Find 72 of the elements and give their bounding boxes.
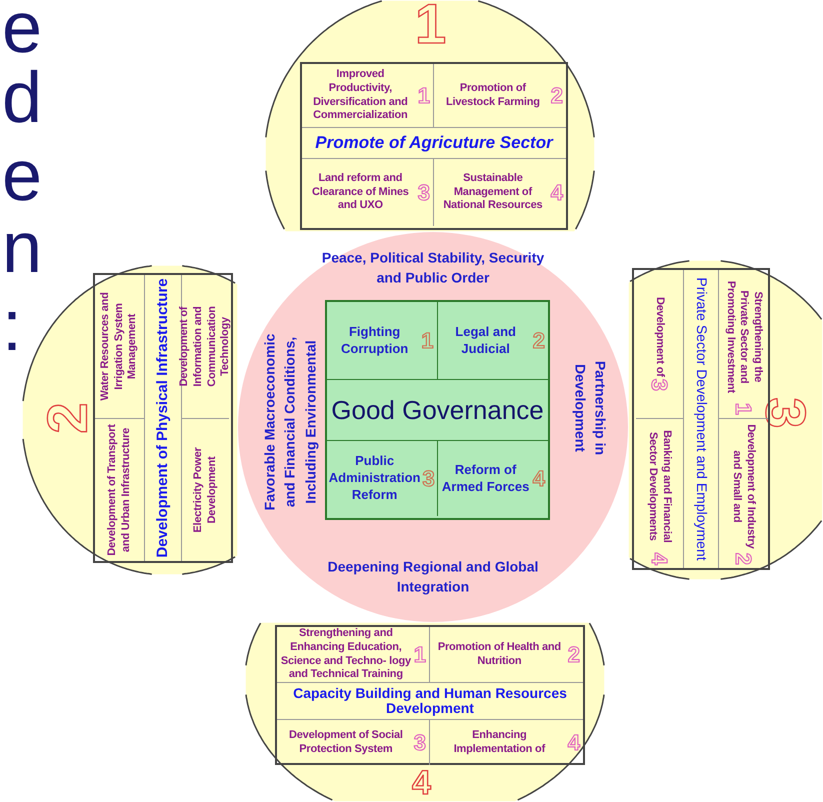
cell-text: Banking and Financial Sector Developments (646, 429, 674, 545)
quadrant-cell (302, 64, 434, 128)
cell-text: Sustainable Management of National Resources (442, 172, 544, 214)
box-title: Promote of Agricuture Sector (315, 134, 553, 152)
number-outline: 2 (532, 330, 545, 352)
number-outline: 3 (414, 732, 426, 754)
petal-circle (245, 622, 605, 802)
number-outline: 1 (421, 330, 434, 352)
center-circle (238, 232, 628, 622)
title-fragment: e (2, 140, 42, 212)
number-outline: 4 (532, 468, 545, 490)
grid-box (93, 273, 233, 563)
number-outline: 4 (568, 732, 580, 754)
cell-text: Fighting Corruption (340, 324, 410, 358)
box-title: Development of Physical Infrastructure (154, 278, 172, 558)
cell-text: Legal and Judicial (454, 324, 517, 358)
cell-text: Public Administration Reform (328, 453, 420, 504)
cell-text: Development of (653, 297, 666, 377)
grid-box (275, 625, 585, 765)
cell-text: Strengthening the Private Sector and Promoting Investment (724, 280, 764, 395)
number-outline: 3 (648, 378, 670, 391)
cell-text: Development of Information and Communication Technology (178, 305, 232, 389)
quadrant-cell (277, 719, 430, 765)
quadrant-cell (181, 418, 229, 561)
number-outline: 1 (415, 0, 446, 52)
number-outline: 4 (412, 766, 431, 800)
number-outline: 1 (414, 644, 426, 666)
circle-text: Partnership in Development (571, 360, 610, 458)
quadrant-cell (302, 158, 434, 226)
cell-text: Improved Productivity, Diversification and Commercialization (312, 68, 409, 123)
title-fragment: d (2, 62, 42, 134)
circle-text: Peace, Political Stability, Security and Public Order (320, 248, 546, 288)
number-outline: 2 (40, 402, 96, 434)
box-title: Capacity Building and Human Resources Development (292, 686, 568, 716)
number-outline: 1 (418, 84, 430, 106)
number-outline: 3 (418, 182, 430, 204)
cell-text: Water Resources and Irrigation System Management (98, 291, 140, 403)
number-outline: 1 (732, 402, 754, 415)
number-outline: 3 (758, 397, 814, 429)
cell-text: Promotion of Health and Nutrition (436, 640, 562, 668)
quadrant-cell (181, 275, 229, 418)
cell-text: Development of Transport and Urban Infrastructure (106, 423, 132, 558)
cell-text: Reform of Armed Forces (440, 462, 530, 496)
cell-text: Enhancing Implementation of (452, 728, 546, 756)
cell-text: Development of Social Protection System (288, 728, 404, 756)
quadrant-cell (95, 418, 145, 561)
grid-box (325, 300, 550, 520)
box-title: Good Governance (331, 396, 544, 424)
number-outline: 2 (732, 552, 754, 565)
title-fragment: n (2, 212, 42, 284)
petal-circle (265, 0, 595, 232)
number-outline: 4 (648, 552, 670, 565)
cell-text: Strengthening and Enhancing Education, Science and Techno- logy and Technical Training (280, 627, 412, 682)
box-title: Private Sector Development and Employment (693, 277, 709, 561)
title-fragment: e (2, 0, 42, 64)
number-outline: 4 (550, 182, 563, 204)
circle-text: Favorable Macroeconomic and Financial Conditions, Including Environmental (260, 332, 320, 512)
quadrant-cell (327, 440, 438, 516)
number-outline: 2 (550, 84, 563, 106)
number-outline: 2 (568, 644, 580, 666)
quadrant-cell (636, 270, 684, 419)
cell-text: Promotion of Livestock Farming (444, 82, 541, 110)
quadrant-cell (327, 302, 438, 380)
title-fragment: : (2, 290, 22, 362)
number-outline: 3 (422, 468, 435, 490)
grid-box (300, 62, 568, 230)
cell-text: Development of Industry and Small and (730, 423, 758, 551)
circle-text: Deepening Regional and Global Integration (326, 558, 540, 597)
cell-text: Land reform and Clearance of Mines and UXO (311, 172, 410, 214)
quadrant-cell (277, 627, 430, 683)
petal-circle (628, 260, 823, 580)
cell-text: Electricity Power Development (192, 446, 218, 535)
